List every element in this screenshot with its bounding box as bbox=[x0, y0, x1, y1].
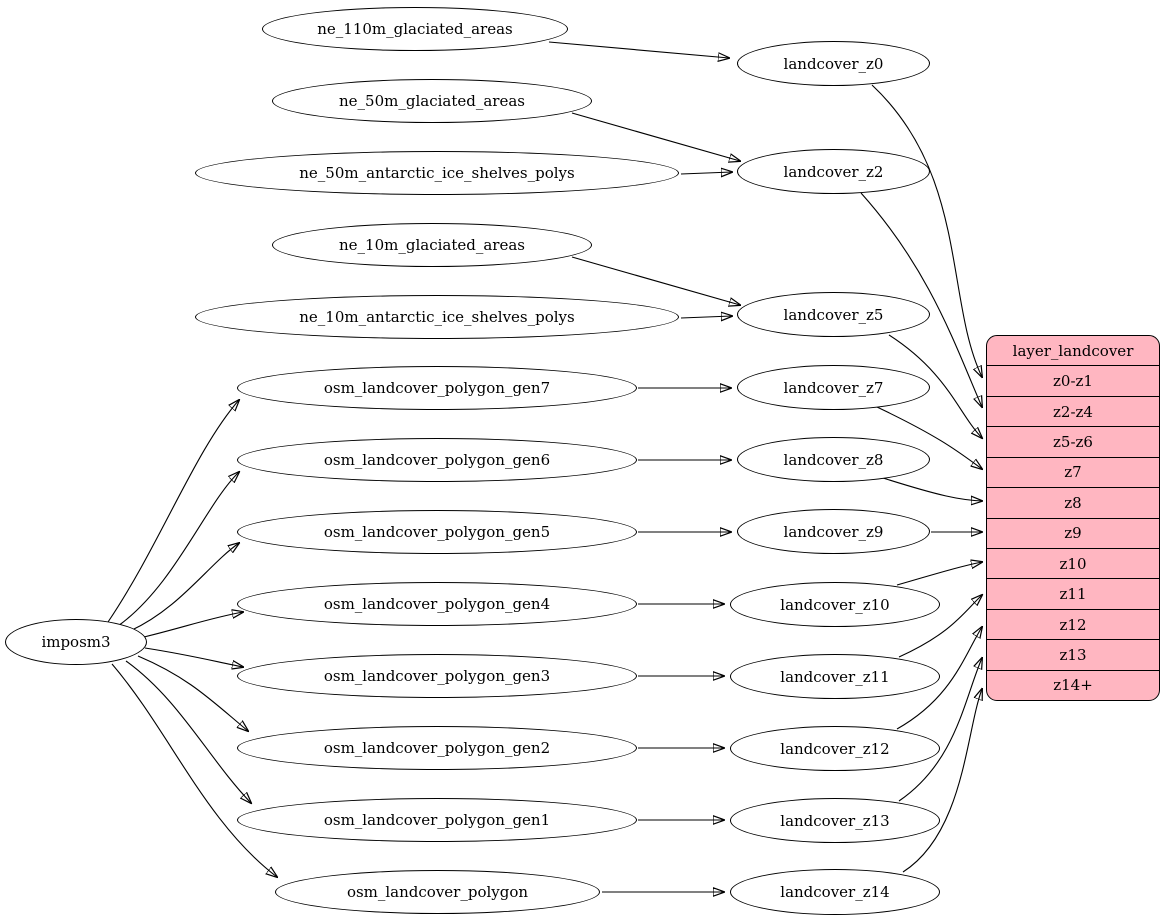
node-landcover-z7: landcover_z7 bbox=[737, 365, 930, 410]
record-row-z12: z12 bbox=[987, 608, 1159, 639]
record-row-z9: z9 bbox=[987, 517, 1159, 548]
node-osm-landcover-polygon-gen3: osm_landcover_polygon_gen3 bbox=[237, 654, 637, 698]
node-landcover-z11: landcover_z11 bbox=[730, 654, 940, 699]
node-osm-landcover-polygon-gen7: osm_landcover_polygon_gen7 bbox=[237, 366, 637, 410]
node-ne-110m-glaciated-areas: ne_110m_glaciated_areas bbox=[262, 7, 568, 51]
edge-landcover-z0-to-row-z0-z1 bbox=[871, 84, 982, 377]
edge-imposm3-to-osm-landcover-polygon-gen4 bbox=[143, 612, 243, 638]
edge-landcover-z8-to-row-z8 bbox=[882, 477, 982, 501]
edge-landcover-z11-to-row-z11 bbox=[898, 595, 982, 658]
node-landcover-z5: landcover_z5 bbox=[737, 292, 930, 337]
record-row-z5-z6: z5-z6 bbox=[987, 426, 1159, 456]
edge-imposm3-to-osm-landcover-polygon-gen2 bbox=[137, 655, 248, 731]
record-row-z2-z4: z2-z4 bbox=[987, 395, 1159, 426]
edge-ne-10m-antarctic-ice-shelves-polys-to-landcover-z5 bbox=[680, 316, 732, 318]
record-row-z7: z7 bbox=[987, 456, 1159, 487]
edge-ne-10m-glaciated-areas-to-landcover-z5 bbox=[571, 256, 740, 305]
edge-imposm3-to-osm-landcover-polygon-gen5 bbox=[129, 543, 239, 632]
edge-landcover-z10-to-row-z10 bbox=[896, 562, 982, 586]
node-osm-landcover-polygon-gen6: osm_landcover_polygon_gen6 bbox=[237, 438, 637, 482]
edge-landcover-z2-to-row-z2-z4 bbox=[860, 192, 982, 407]
node-osm-landcover-polygon: osm_landcover_polygon bbox=[275, 870, 600, 914]
node-osm-landcover-polygon-gen4: osm_landcover_polygon_gen4 bbox=[237, 582, 637, 626]
node-landcover-z10: landcover_z10 bbox=[730, 582, 940, 627]
node-osm-landcover-polygon-gen5: osm_landcover_polygon_gen5 bbox=[237, 510, 637, 554]
record-layer-landcover: layer_landcover z0-z1 z2-z4 z5-z6 z7 z8 … bbox=[986, 335, 1160, 701]
edge-imposm3-to-osm-landcover-polygon-gen1 bbox=[125, 660, 251, 803]
edge-ne-50m-glaciated-areas-to-landcover-z2 bbox=[571, 112, 740, 161]
record-row-z8: z8 bbox=[987, 487, 1159, 517]
edge-imposm3-to-osm-landcover-polygon bbox=[111, 663, 277, 877]
record-row-z10: z10 bbox=[987, 547, 1159, 578]
edge-landcover-z12-to-row-z12 bbox=[896, 627, 982, 730]
node-osm-landcover-polygon-gen2: osm_landcover_polygon_gen2 bbox=[237, 726, 637, 770]
record-row-z0-z1: z0-z1 bbox=[987, 365, 1159, 395]
edge-imposm3-to-osm-landcover-polygon-gen7 bbox=[107, 400, 239, 623]
record-row-z14plus: z14+ bbox=[987, 669, 1159, 700]
edge-imposm3-to-osm-landcover-polygon-gen6 bbox=[117, 472, 239, 627]
edge-ne-50m-antarctic-ice-shelves-polys-to-landcover-z2 bbox=[680, 172, 732, 174]
node-landcover-z8: landcover_z8 bbox=[737, 437, 930, 482]
edge-landcover-z5-to-row-z5-z6 bbox=[888, 334, 982, 438]
edge-group bbox=[107, 41, 982, 892]
node-ne-10m-antarctic-ice-shelves-polys: ne_10m_antarctic_ice_shelves_polys bbox=[195, 295, 679, 339]
edge-ne-110m-glaciated-areas-to-landcover-z0 bbox=[548, 41, 729, 58]
node-landcover-z9: landcover_z9 bbox=[737, 509, 930, 554]
edge-landcover-z14-to-row-z14plus bbox=[902, 689, 982, 873]
node-ne-10m-glaciated-areas: ne_10m_glaciated_areas bbox=[272, 223, 592, 267]
edge-imposm3-to-osm-landcover-polygon-gen3 bbox=[144, 647, 243, 667]
node-landcover-z14: landcover_z14 bbox=[730, 869, 940, 915]
node-ne-50m-glaciated-areas: ne_50m_glaciated_areas bbox=[272, 79, 592, 123]
node-landcover-z0: landcover_z0 bbox=[737, 41, 930, 86]
record-header: layer_landcover bbox=[1012, 341, 1134, 360]
node-osm-landcover-polygon-gen1: osm_landcover_polygon_gen1 bbox=[237, 798, 637, 842]
edge-landcover-z13-to-row-z13 bbox=[898, 658, 982, 802]
node-landcover-z13: landcover_z13 bbox=[730, 798, 940, 843]
edge-landcover-z7-to-row-z7 bbox=[876, 406, 982, 469]
node-imposm3: imposm3 bbox=[5, 619, 147, 665]
node-ne-50m-antarctic-ice-shelves-polys: ne_50m_antarctic_ice_shelves_polys bbox=[195, 151, 679, 195]
node-landcover-z12: landcover_z12 bbox=[730, 726, 940, 771]
record-row-z13: z13 bbox=[987, 639, 1159, 669]
record-row-z11: z11 bbox=[987, 578, 1159, 608]
node-landcover-z2: landcover_z2 bbox=[737, 149, 930, 194]
